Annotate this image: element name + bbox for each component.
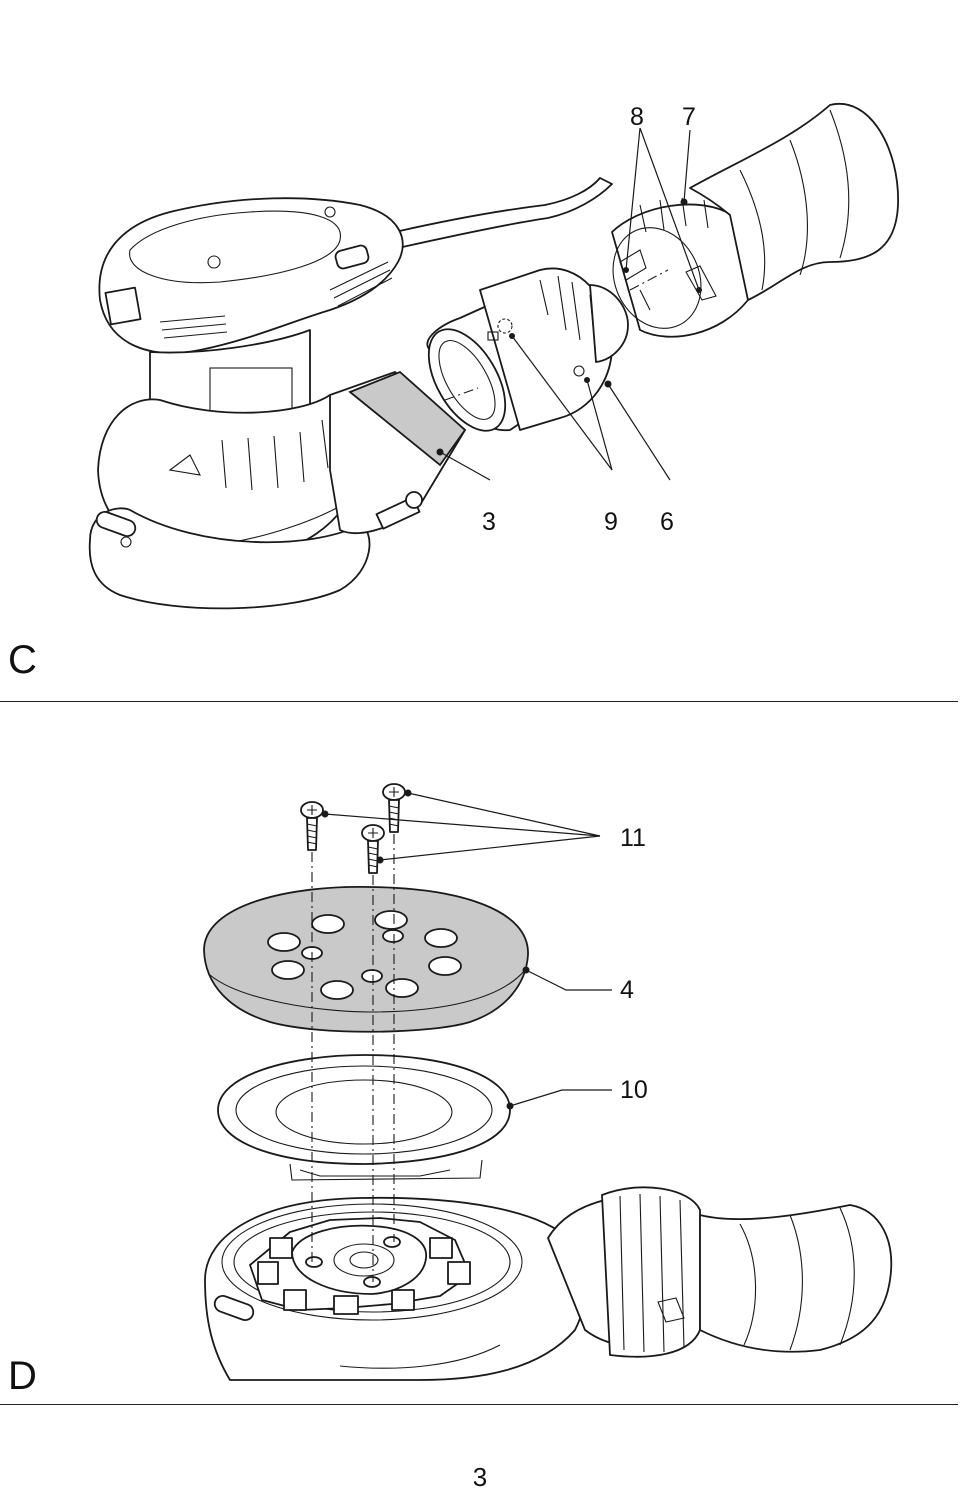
fan-blades (257, 1237, 471, 1315)
screw-3 (361, 824, 385, 874)
callout-11: 11 (620, 824, 646, 852)
callout-4: 4 (620, 976, 634, 1004)
figure-c-panel: 8 7 3 9 6 (0, 0, 960, 700)
dust-port-sleeve (348, 370, 467, 467)
sanding-pad-disc (203, 885, 529, 1033)
figure-d-letter: D (8, 1354, 37, 1398)
sander-handle (98, 197, 404, 354)
dust-bag-connector-d (601, 1186, 701, 1358)
dust-bag (689, 102, 899, 301)
callout-7: 7 (682, 103, 696, 131)
figure-c-drawing: 8 7 3 9 6 (88, 102, 899, 610)
figure-d-panel: 11 4 10 (0, 702, 960, 1402)
dust-bag-ring (611, 203, 749, 338)
power-cord (394, 177, 613, 249)
figure-d-drawing: 11 4 10 (203, 783, 893, 1381)
dust-bag-d (699, 1204, 893, 1353)
figure-c-letter: C (8, 638, 37, 682)
sanding-pad (88, 507, 371, 610)
page-number: 3 (472, 1462, 488, 1492)
callout-8: 8 (630, 103, 644, 131)
callout-9: 9 (604, 508, 618, 536)
dust-guard-ring (217, 1054, 511, 1165)
callout-3: 3 (482, 508, 496, 536)
section-divider (0, 701, 958, 702)
screw-1 (300, 801, 324, 851)
callout-6: 6 (660, 508, 674, 536)
footer-divider (0, 1404, 958, 1405)
screw-2 (382, 783, 406, 833)
callout-10: 10 (620, 1076, 648, 1104)
